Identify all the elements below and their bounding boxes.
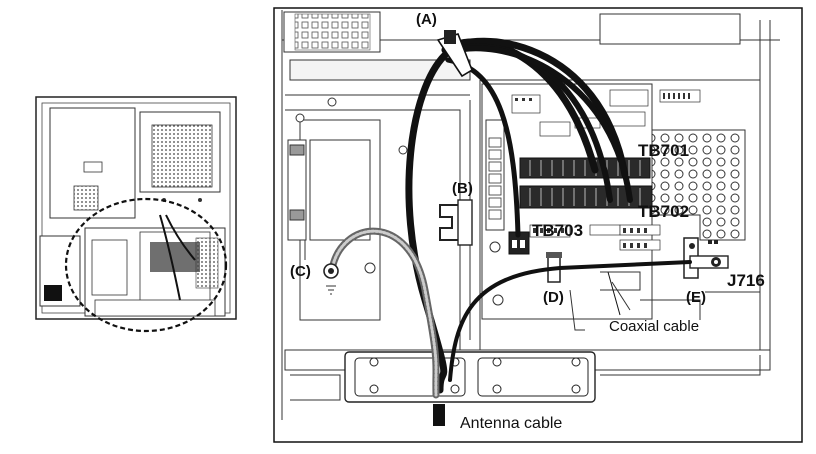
ground-screw-c — [323, 263, 339, 295]
connector-j716 — [683, 237, 729, 279]
terminal-block-tb702 — [519, 185, 653, 209]
overview-thumbnail — [35, 96, 237, 333]
label-a: (A) — [416, 11, 437, 28]
detail-callout-ellipse — [64, 197, 228, 333]
cooling-fan — [283, 11, 381, 53]
coaxial-leader-line — [607, 271, 621, 316]
antenna-cable-marker — [433, 404, 445, 426]
cable-tie-a — [436, 30, 473, 78]
clamp-b — [439, 199, 473, 246]
detail-view: (A) (B) (C) (D) (E) TB701 TB702 TB703 J7… — [273, 7, 803, 443]
fan-small — [73, 185, 99, 211]
label-b: (B) — [452, 180, 473, 197]
perforated-shield — [651, 129, 746, 241]
label-antenna-cable: Antenna cable — [460, 415, 562, 432]
label-tb702: TB702 — [638, 202, 689, 221]
label-e: (E) — [686, 289, 706, 306]
label-coaxial-cable: Coaxial cable — [609, 318, 699, 335]
label-d: (D) — [543, 289, 564, 306]
left-bracket — [287, 97, 408, 274]
label-j716: J716 — [727, 271, 765, 290]
label-tb701: TB701 — [638, 141, 689, 160]
vent-grill-small — [151, 124, 213, 188]
lower-bracket — [569, 271, 760, 331]
terminal-block-tb701 — [519, 157, 651, 179]
label-tb703: TB703 — [532, 221, 583, 240]
label-c: (C) — [290, 263, 311, 280]
